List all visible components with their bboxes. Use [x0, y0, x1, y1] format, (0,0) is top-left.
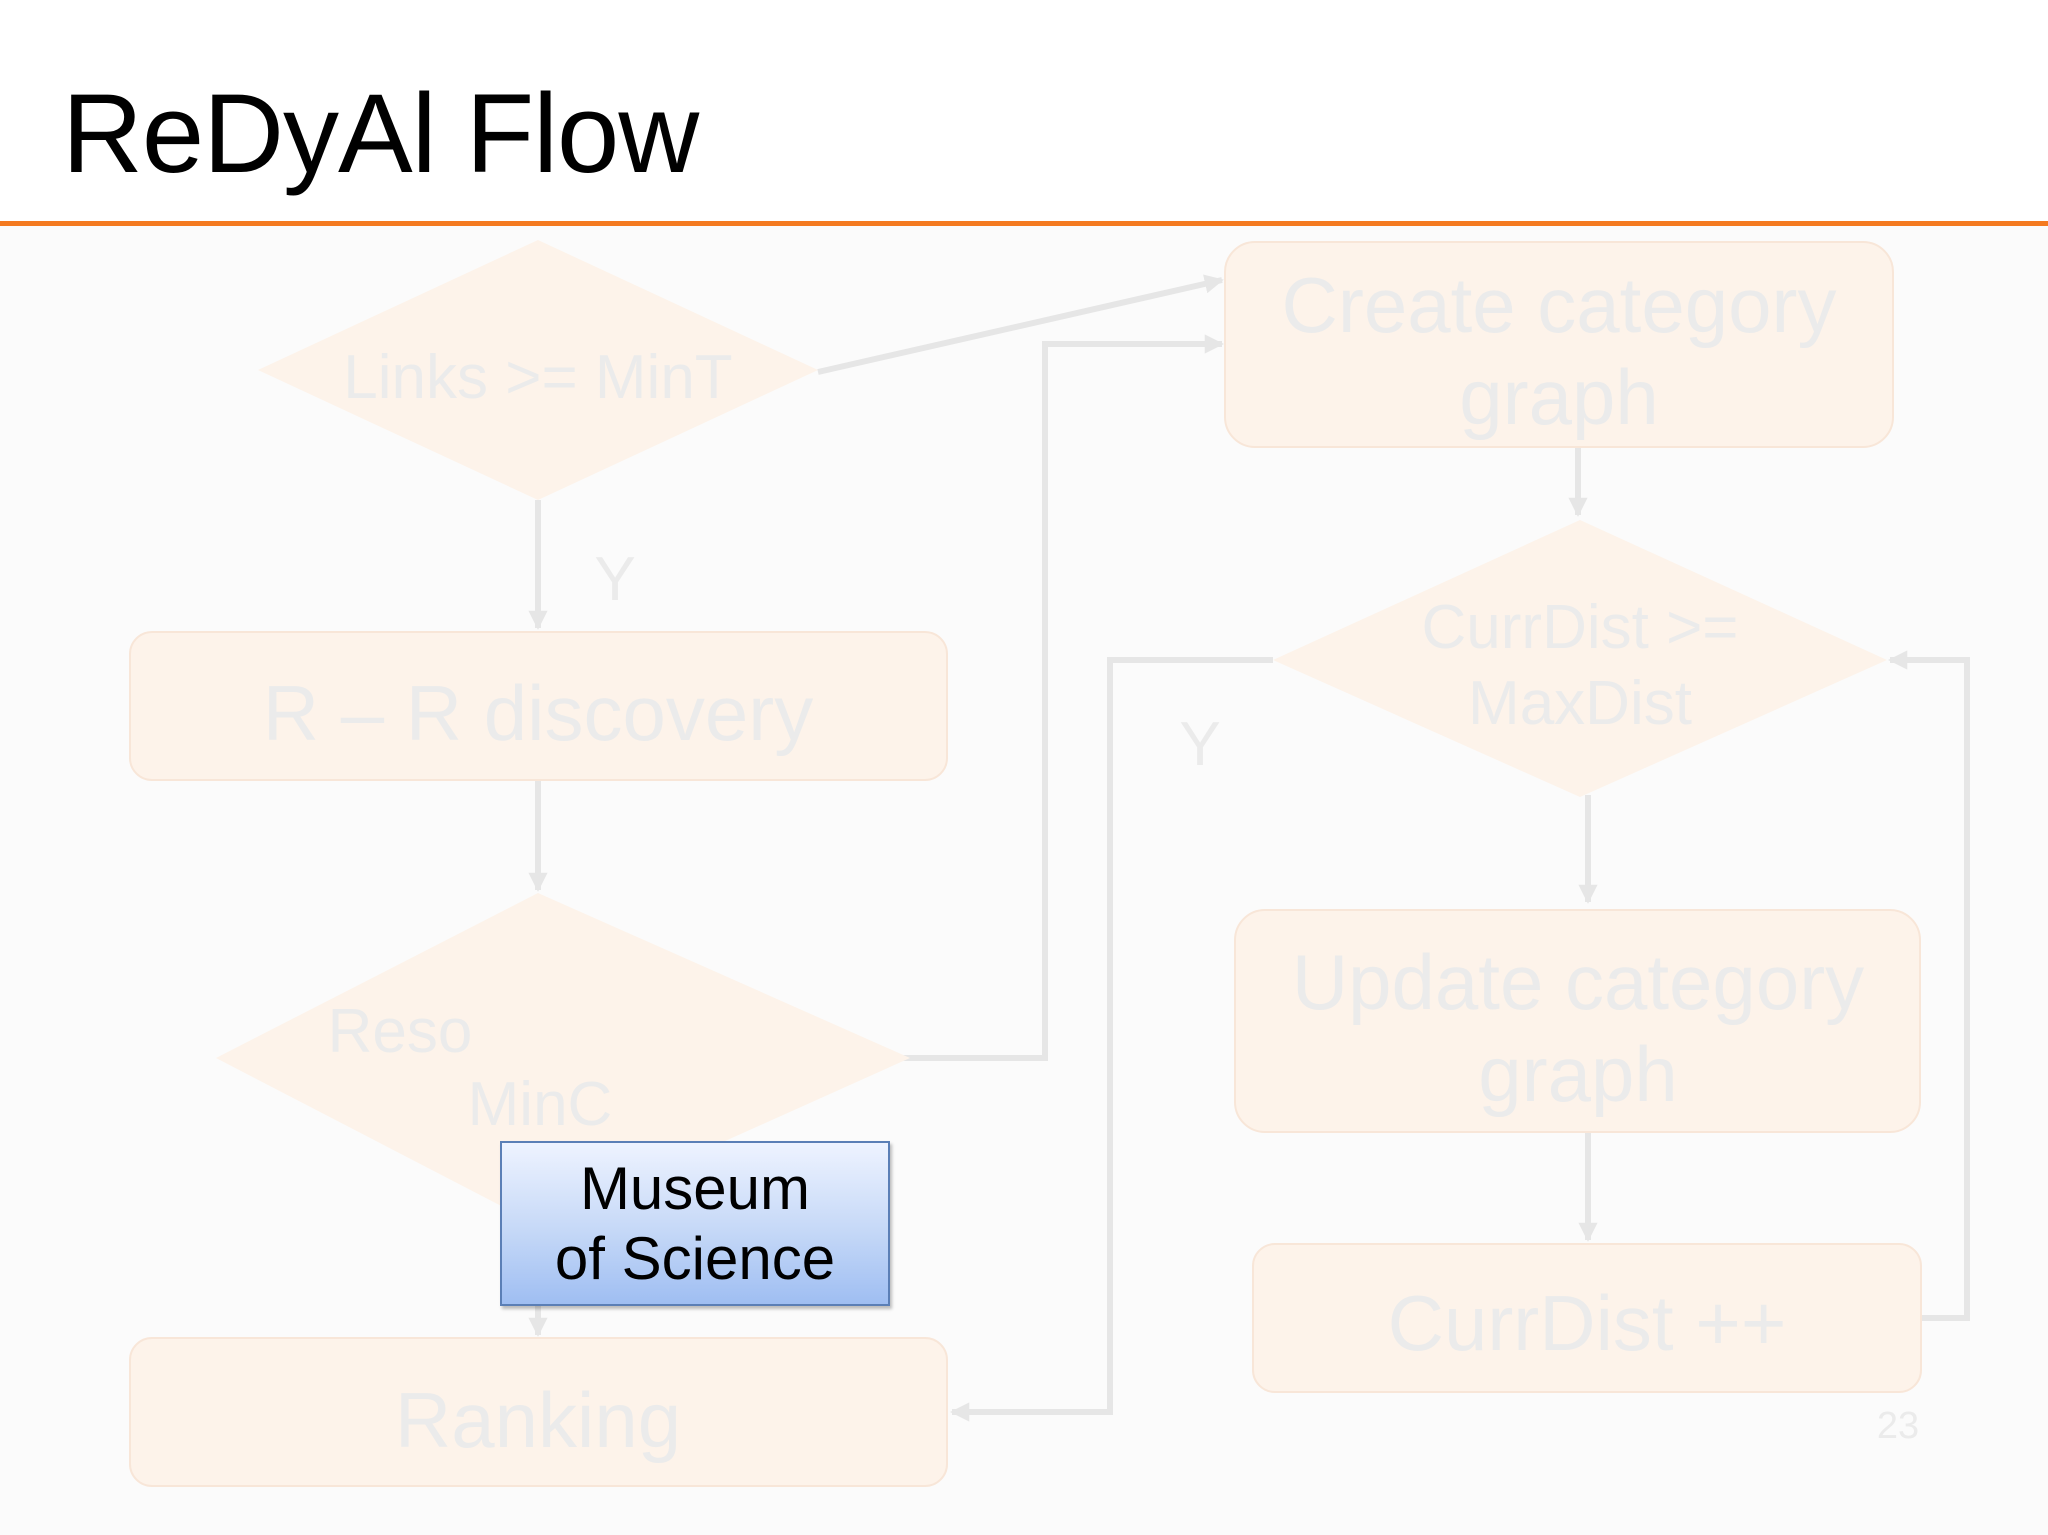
edge-label-links-rr: Y — [594, 545, 635, 614]
edge-links-to-create — [817, 274, 1224, 375]
decision-currdist-label-2: MaxDist — [1468, 669, 1692, 738]
decision-currdist-label-1: CurrDist >= — [1422, 593, 1739, 662]
title-divider — [0, 221, 2048, 226]
process-create-label-1: Create category — [1282, 261, 1837, 349]
process-rr-discovery: R – R discovery — [129, 631, 948, 781]
process-update-category-graph: Update category graph — [1234, 909, 1921, 1133]
edge-increment-loop — [1888, 650, 1970, 1321]
process-update-label-2: graph — [1478, 1030, 1678, 1118]
decision-resources-label-2: MinC — [468, 1070, 613, 1139]
process-create-label-2: graph — [1459, 353, 1659, 441]
decision-resources: Reso MinC — [216, 893, 910, 1225]
decision-currdist: CurrDist >= MaxDist — [1273, 520, 1887, 797]
page-number: 23 — [1877, 1405, 1919, 1447]
edge-label-currdist-ranking: Y — [1179, 710, 1220, 779]
process-ranking: Ranking — [129, 1337, 948, 1487]
edge-resources-to-create — [816, 334, 1224, 1061]
callout-text: Museum of Science — [554, 1154, 836, 1292]
process-currdist-increment: CurrDist ++ — [1252, 1243, 1922, 1393]
decision-links: Links >= MinT — [258, 240, 818, 500]
museum-of-science-callout: Museum of Science — [500, 1141, 890, 1306]
process-rr-discovery-label: R – R discovery — [263, 669, 814, 757]
flowchart: Links >= MinT R – R discovery Reso MinC … — [0, 226, 2048, 1535]
process-update-label-1: Update category — [1292, 938, 1864, 1026]
decision-links-label: Links >= MinT — [343, 343, 732, 412]
slide-title: ReDyAl Flow — [62, 71, 699, 196]
process-increment-label: CurrDist ++ — [1388, 1279, 1787, 1367]
flow-edges — [528, 274, 1970, 1422]
decision-resources-label-1: Reso — [328, 997, 473, 1066]
process-ranking-label: Ranking — [395, 1376, 681, 1464]
edge-currdist-to-ranking — [950, 657, 1273, 1422]
process-create-category-graph: Create category graph — [1224, 241, 1894, 448]
